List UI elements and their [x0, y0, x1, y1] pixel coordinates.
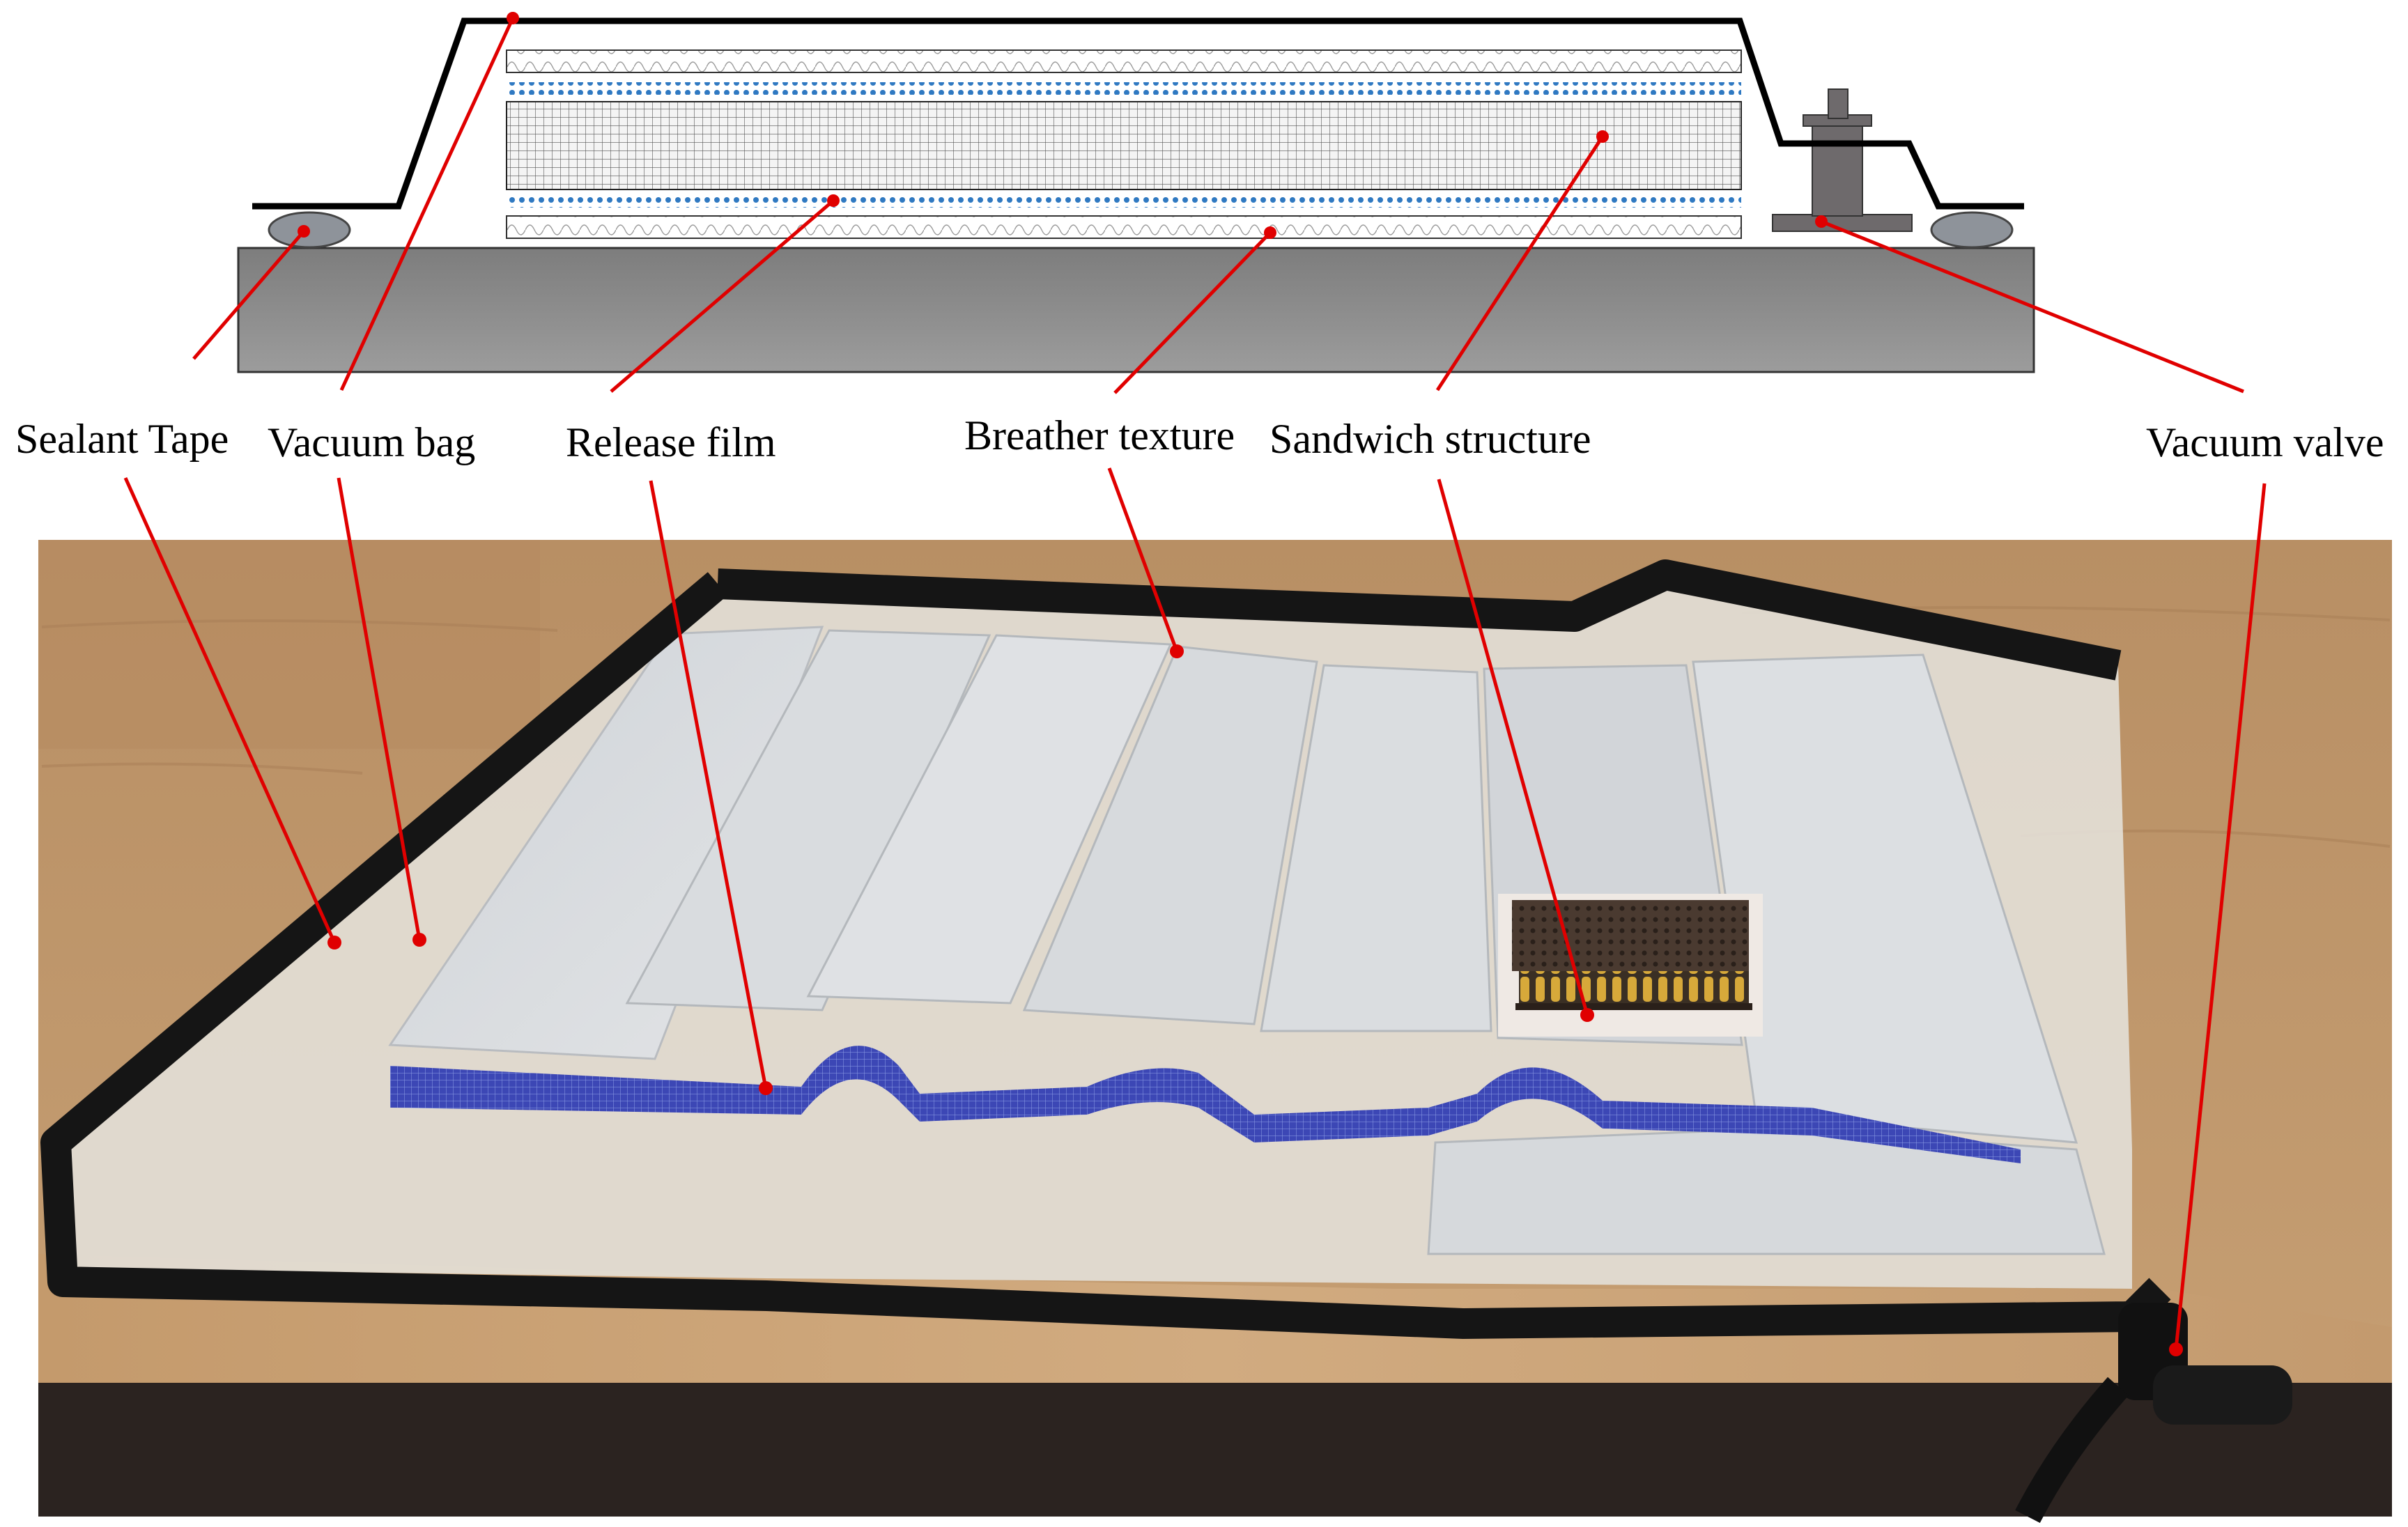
- photo: [38, 540, 2392, 1524]
- label-breather-texture: Breather texture: [964, 412, 1235, 458]
- leader-vacuum-valve-photo: [2174, 483, 2267, 1350]
- leader-sandwich-photo: [1437, 479, 1589, 1016]
- leader-release-film-photo: [649, 480, 768, 1089]
- leader-sealant-tape: [192, 230, 305, 360]
- release-film-top: [507, 82, 1741, 95]
- leader-vacuum-valve: [1821, 219, 2244, 394]
- leader-breather-photo: [1107, 467, 1179, 652]
- tool-plate: [237, 247, 2035, 373]
- sandwich-structure-inset: [1498, 894, 1763, 1037]
- dot-sandwich-schematic: [1596, 130, 1609, 143]
- vacuum-bag-line: [252, 17, 2024, 210]
- leader-breather: [1113, 231, 1272, 394]
- breather-layer-top: [506, 49, 1742, 73]
- breather-layer-bottom: [506, 215, 1742, 239]
- leader-lines: [123, 17, 2267, 1350]
- board-edge: [38, 1383, 2392, 1517]
- dot-vacuum-bag-photo: [412, 933, 426, 947]
- label-sandwich-structure: Sandwich structure: [1269, 416, 1591, 462]
- release-film-bottom: [507, 195, 1741, 208]
- leader-sandwich: [1435, 135, 1605, 392]
- release-film-strip: [390, 1046, 2021, 1163]
- labels: Sealant Tape Vacuum bag Release film Bre…: [15, 412, 2384, 465]
- vacuum-valve-schematic: [1772, 88, 1913, 232]
- dot-release-film-schematic: [827, 194, 840, 207]
- schematic: [237, 17, 2035, 373]
- leader-sealant-tape-photo: [123, 476, 337, 944]
- dot-breather-schematic: [1264, 226, 1276, 239]
- sealant-tape-right: [1930, 211, 2014, 249]
- label-vacuum-valve: Vacuum valve: [2146, 419, 2384, 465]
- sandwich-core: [506, 101, 1742, 190]
- dot-sealant-schematic: [298, 225, 310, 238]
- leader-vacuum-bag-photo: [337, 477, 422, 940]
- label-release-film: Release film: [566, 419, 776, 465]
- dot-sealant-photo: [327, 936, 341, 949]
- dot-release-film-photo: [759, 1081, 773, 1095]
- vacuum-valve-photo: [2015, 1303, 2292, 1524]
- dot-breather-photo: [1170, 644, 1184, 658]
- dot-valve-schematic: [1815, 215, 1828, 228]
- label-sealant-tape: Sealant Tape: [15, 416, 229, 462]
- dot-valve-photo: [2169, 1342, 2183, 1356]
- leader-release-film: [610, 199, 835, 393]
- dot-vacuum-bag-schematic: [507, 12, 519, 24]
- layer-stack: [506, 49, 1742, 239]
- leader-vacuum-bag: [339, 17, 515, 392]
- dot-sandwich-photo: [1580, 1008, 1594, 1022]
- leader-dots: [298, 12, 2183, 1356]
- label-vacuum-bag: Vacuum bag: [268, 419, 475, 465]
